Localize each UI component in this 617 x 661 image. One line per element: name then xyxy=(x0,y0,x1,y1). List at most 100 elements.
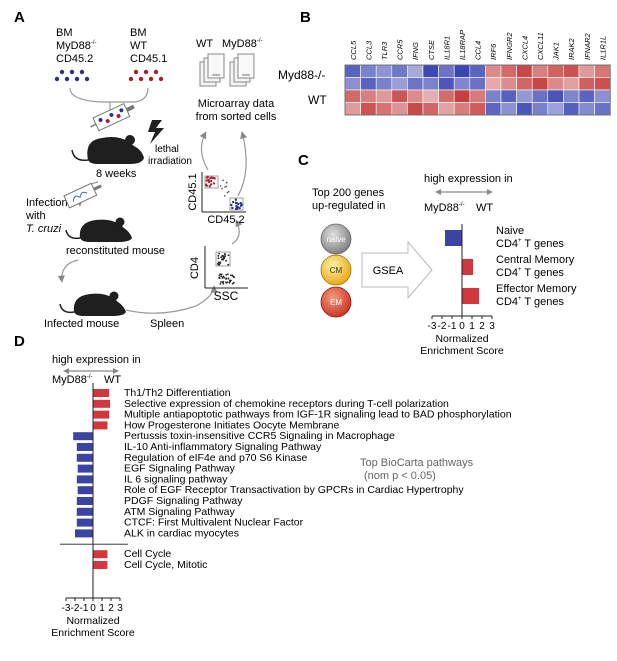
heatmap-cell xyxy=(500,77,517,91)
biocarta-legend-line1: Top BioCarta pathways xyxy=(360,457,474,469)
heatmap-cell xyxy=(360,77,377,91)
scatter-dot xyxy=(237,202,240,206)
x-tick-label: -3 xyxy=(428,321,437,332)
heatmap-cell xyxy=(407,77,424,91)
bar-label: Cell Cycle, Mitotic xyxy=(124,559,207,571)
heatmap-cell xyxy=(407,64,424,78)
bar-label: Selective expression of chemokine recept… xyxy=(124,398,449,410)
heatmap-cell xyxy=(422,89,439,103)
x-tick-label: 3 xyxy=(117,603,123,614)
microarray-chip-icon: data xyxy=(199,53,225,87)
top-genes-line2: up-regulated in xyxy=(312,200,385,212)
bar-label: ALK in cardiac myocytes xyxy=(124,527,239,539)
scatter-dot xyxy=(227,277,230,280)
svg-text:naive: naive xyxy=(326,235,346,244)
scatter-dot xyxy=(221,254,224,257)
bar xyxy=(75,529,93,538)
weeks-label: 8 weeks xyxy=(96,168,137,180)
x-axis-label: Normalized xyxy=(66,615,119,627)
heatmap-cell xyxy=(563,102,580,116)
bar xyxy=(76,443,93,451)
heatmap-cell xyxy=(375,64,393,78)
scatter-dot xyxy=(205,176,209,179)
microarray-line2: from sorted cells xyxy=(196,111,277,123)
scatter-dot xyxy=(231,206,234,210)
heatmap-cell xyxy=(422,102,439,116)
arrow-to-spleen xyxy=(125,285,218,314)
heatmap-cell xyxy=(547,102,564,116)
heatmap-cell xyxy=(407,89,424,103)
x-tick-label: -3 xyxy=(62,603,71,614)
gsea-arrow xyxy=(361,240,433,300)
infection-line2: with xyxy=(25,210,46,222)
bar-label: Pertussis toxin-insensitive CCR5 Signali… xyxy=(124,430,395,442)
scatter-dot xyxy=(221,277,224,279)
scatter-dot xyxy=(225,185,228,188)
bar xyxy=(77,486,93,495)
scatter-dot xyxy=(221,281,224,284)
heatmap-cell xyxy=(563,89,580,103)
heatmap-cell xyxy=(516,102,533,116)
scatter-dot xyxy=(205,179,208,182)
heatmap-cell xyxy=(469,64,486,78)
reconstituted-label: reconstituted mouse xyxy=(66,245,165,257)
pathogen-label: T. cruzi xyxy=(26,223,62,235)
irradiation-line2: irradiation xyxy=(148,156,192,167)
scatter-dot xyxy=(217,255,220,257)
bar-label: IL-10 Anti-inflammatory Signaling Pathwa… xyxy=(124,441,322,453)
heatmap-cell xyxy=(594,89,611,103)
heatmap-cell xyxy=(360,89,377,103)
heatmap-cell xyxy=(485,64,502,78)
bar xyxy=(462,288,479,304)
myd-label-d: MyD88-/- xyxy=(52,374,93,386)
chip-text: data xyxy=(242,72,251,77)
bar xyxy=(93,561,108,569)
x-tick-label: 0 xyxy=(90,603,96,614)
heatmap-cell xyxy=(516,64,533,78)
bm-ko-line3: CD45.2 xyxy=(56,53,93,65)
heatmap-gene-label: JAK1 xyxy=(552,42,561,61)
merge-curve xyxy=(69,87,149,103)
heatmap-cell xyxy=(594,64,611,78)
arrow-to-mouse3 xyxy=(57,259,79,283)
scatter-dot xyxy=(225,181,228,184)
heatmap-cell xyxy=(375,77,393,91)
x-tick-label: 1 xyxy=(99,603,105,614)
scatter-dot xyxy=(231,282,234,285)
mouse-icon xyxy=(71,135,144,164)
cd452-label: CD45.2 xyxy=(207,214,244,226)
panel-a-label: A xyxy=(14,9,25,26)
bar xyxy=(76,475,93,484)
scatter-dot xyxy=(218,274,221,277)
scatter-dot xyxy=(220,275,223,278)
microarray-wt-label: WT xyxy=(196,38,213,50)
heatmap-cell xyxy=(422,64,439,78)
heatmap-gene-label: IFNG xyxy=(411,42,420,60)
bar xyxy=(77,464,93,473)
heatmap-grid xyxy=(344,64,611,116)
bar-label: How Progesterone Initiates Oocyte Membra… xyxy=(124,419,340,431)
scatter-dot xyxy=(225,274,228,276)
bar xyxy=(462,259,473,275)
heatmap-cell xyxy=(360,64,377,78)
heatmap-gene-label: IFNAR2 xyxy=(583,33,592,61)
heatmap-gene-label: CCL3 xyxy=(364,40,373,60)
scatter-dot xyxy=(210,179,213,183)
bm-wt-line1: BM xyxy=(130,27,147,39)
mouse-icon xyxy=(65,217,132,242)
heatmap-cell xyxy=(485,77,502,91)
bar xyxy=(76,518,93,527)
heatmap-cell xyxy=(391,77,408,91)
x-axis-label: Normalized xyxy=(435,333,488,345)
infection-line1: Infection xyxy=(26,197,68,209)
scatter-dot xyxy=(219,185,222,187)
heatmap-cell xyxy=(344,102,361,116)
bar-label: CD4+ T genes xyxy=(496,238,564,250)
heatmap-cell xyxy=(485,102,502,116)
wt-label-d: WT xyxy=(104,374,121,386)
heatmap-cell xyxy=(453,102,471,116)
scatter-dot xyxy=(227,254,230,257)
cell-em-icon: EM xyxy=(320,286,352,318)
heatmap-cell xyxy=(469,102,486,116)
top-genes-line1: Top 200 genes xyxy=(312,187,385,199)
